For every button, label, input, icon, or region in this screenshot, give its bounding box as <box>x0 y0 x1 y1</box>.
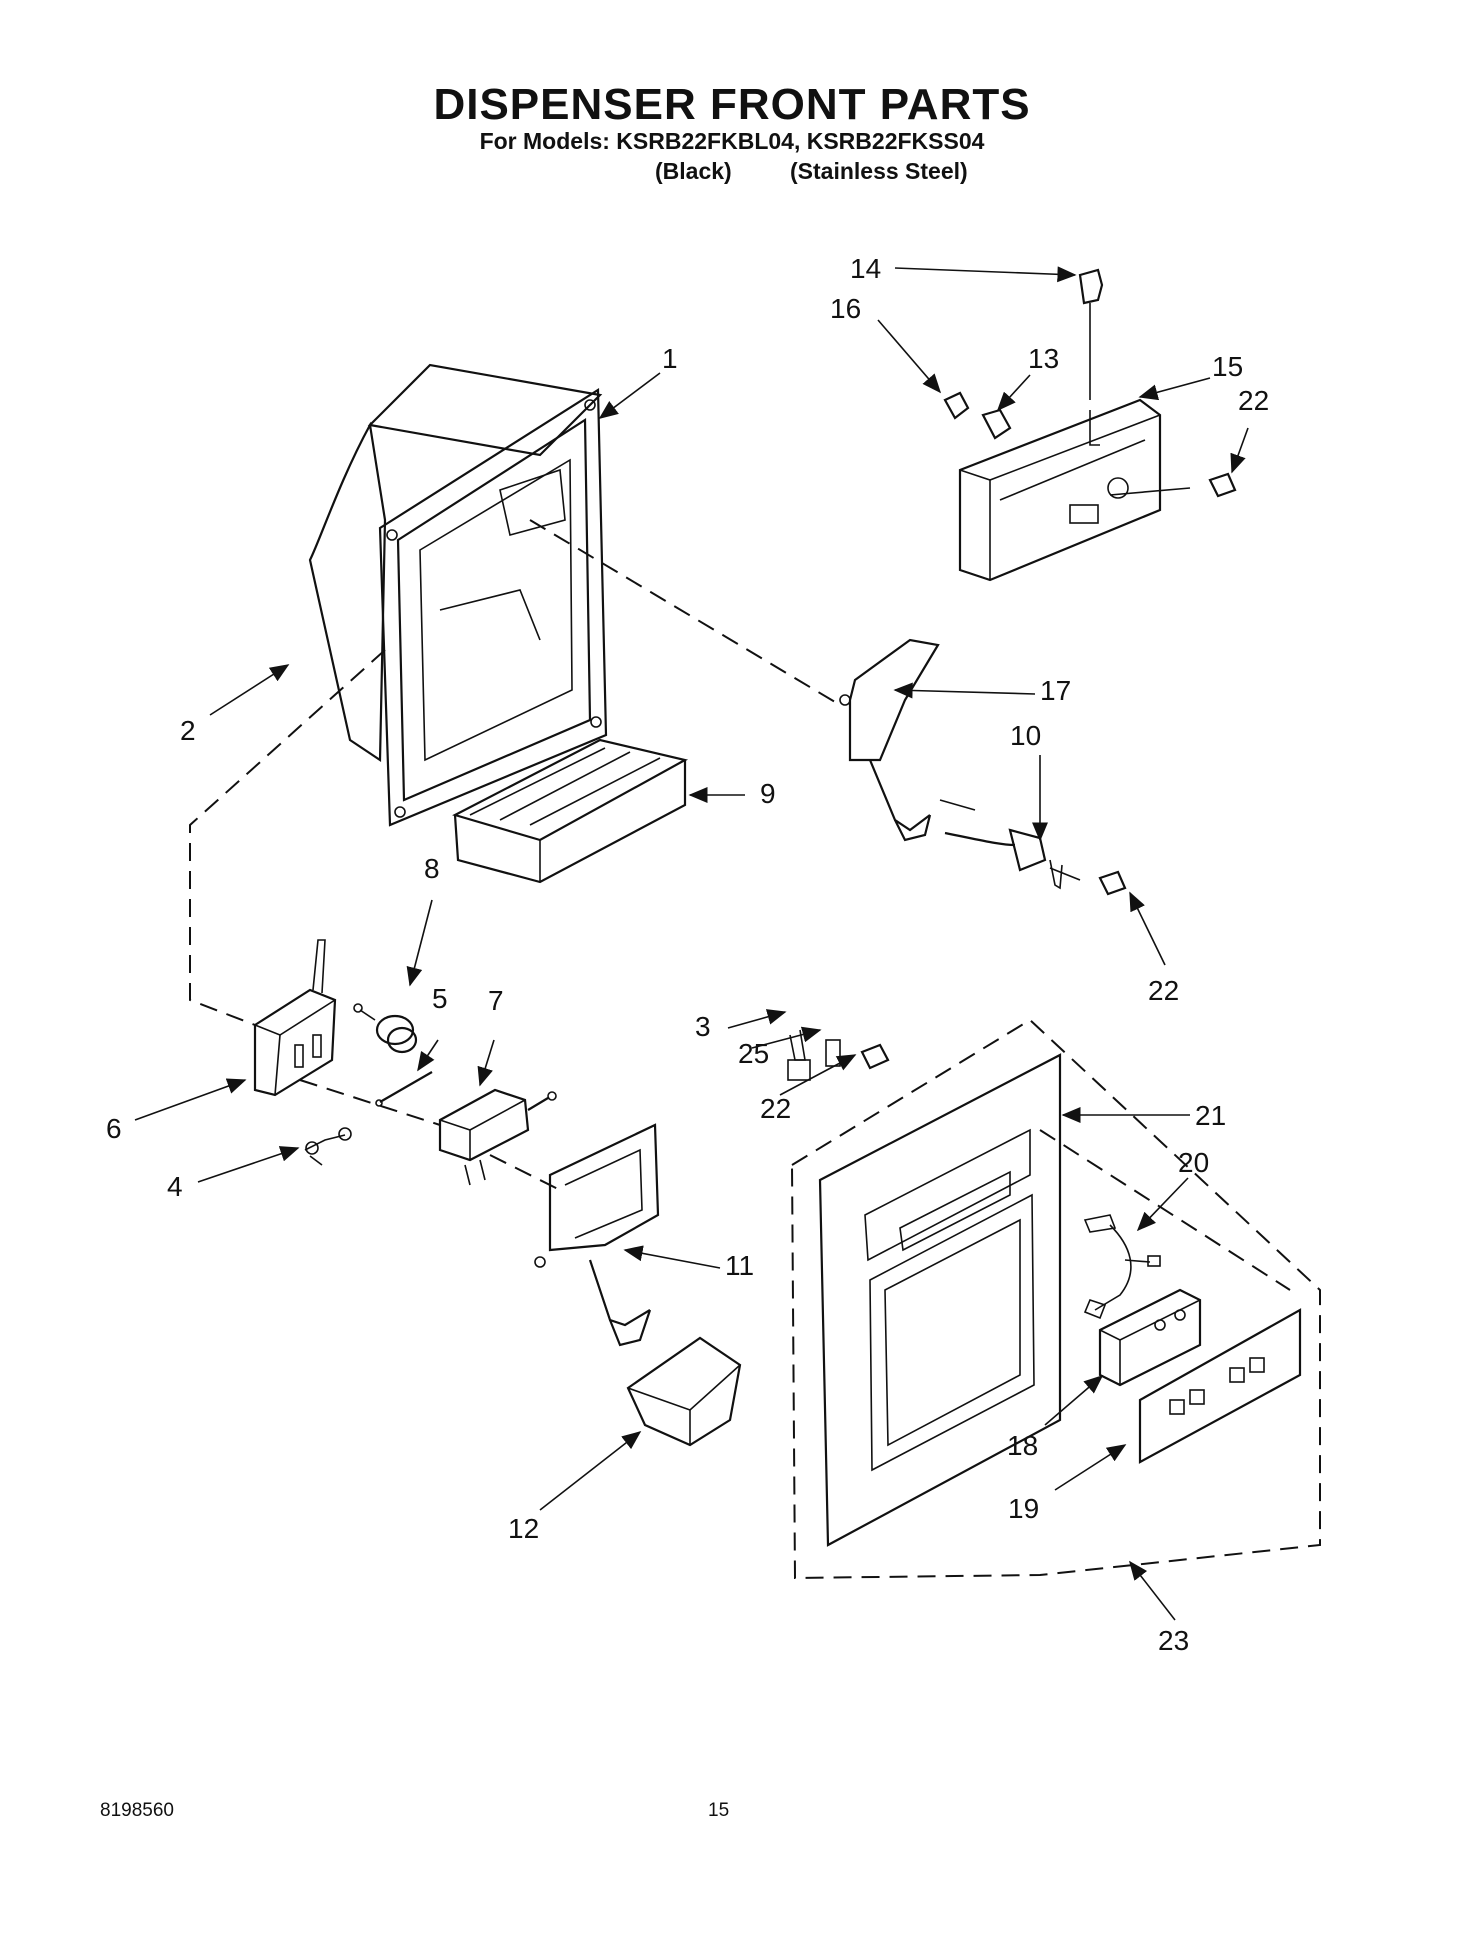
part-3-switch <box>787 1029 811 1081</box>
part-8-solenoid <box>353 1003 418 1054</box>
part-4-spring <box>304 1127 352 1166</box>
callout-7: 7 <box>488 985 504 1016</box>
callout-6: 6 <box>106 1113 122 1144</box>
callout-leaders <box>134 266 1249 1621</box>
callout-14: 14 <box>850 253 881 284</box>
callout-5: 5 <box>432 983 448 1014</box>
part-6-module <box>253 939 337 1097</box>
callout-22-a: 22 <box>1238 385 1269 416</box>
callout-9: 9 <box>760 778 776 809</box>
callout-20: 20 <box>1178 1147 1209 1178</box>
page-title: DISPENSER FRONT PARTS <box>433 80 1031 129</box>
assembly-dashed-lines <box>189 519 1291 1291</box>
callout-22-c: 22 <box>760 1093 791 1124</box>
callout-23: 23 <box>1158 1625 1189 1656</box>
part-14-connector <box>1078 268 1104 400</box>
part-9-drip-tray <box>452 738 689 884</box>
part-20-wire-harness <box>1083 1214 1161 1320</box>
callout-21: 21 <box>1195 1100 1226 1131</box>
variant-black-label: (Black) <box>655 158 732 184</box>
callout-18: 18 <box>1007 1430 1038 1461</box>
callout-19: 19 <box>1008 1493 1039 1524</box>
callout-16: 16 <box>830 293 861 324</box>
part-21-front-panel <box>818 1053 1062 1547</box>
variant-stainless-label: (Stainless Steel) <box>790 158 968 184</box>
part-13-socket <box>981 408 1012 440</box>
callout-2: 2 <box>180 715 196 746</box>
part-25-clip <box>825 1039 841 1067</box>
document-number: 8198560 <box>100 1800 174 1821</box>
part-12-ice-chute <box>626 1336 742 1447</box>
part-19-overlay <box>1138 1308 1302 1464</box>
callout-17: 17 <box>1040 675 1071 706</box>
part-7-actuator <box>438 1088 557 1186</box>
callout-3: 3 <box>695 1011 711 1042</box>
part-15-light-housing <box>958 398 1162 582</box>
part-11-ice-paddle <box>534 1123 660 1347</box>
callout-15: 15 <box>1212 351 1243 382</box>
part-22-screw-a <box>1109 472 1237 498</box>
callout-numbers: 1 2 3 4 5 6 7 8 9 10 11 12 13 14 15 16 1… <box>106 253 1269 1656</box>
part-10-arm <box>944 828 1081 890</box>
callout-11: 11 <box>725 1250 754 1281</box>
part-18-control-board <box>1098 1288 1202 1387</box>
callout-12: 12 <box>508 1513 539 1544</box>
part-1-dispenser-housing <box>308 363 608 827</box>
page-number: 15 <box>708 1800 730 1821</box>
callout-1: 1 <box>662 343 678 374</box>
callout-4: 4 <box>167 1171 183 1202</box>
callout-25: 25 <box>738 1038 769 1069</box>
part-23-kit-outline <box>790 1018 1321 1580</box>
callout-8: 8 <box>424 853 440 884</box>
part-17-water-paddle <box>839 638 940 842</box>
part-16-bulb <box>943 391 970 420</box>
part-22-screw-c <box>860 1043 890 1070</box>
part-22-screw-b <box>1098 870 1127 896</box>
callout-10: 10 <box>1010 720 1041 751</box>
callout-13: 13 <box>1028 343 1059 374</box>
models-line: For Models: KSRB22FKBL04, KSRB22FKSS04 <box>479 128 985 154</box>
callout-22-b: 22 <box>1148 975 1179 1006</box>
part-5-pin <box>375 1071 433 1107</box>
